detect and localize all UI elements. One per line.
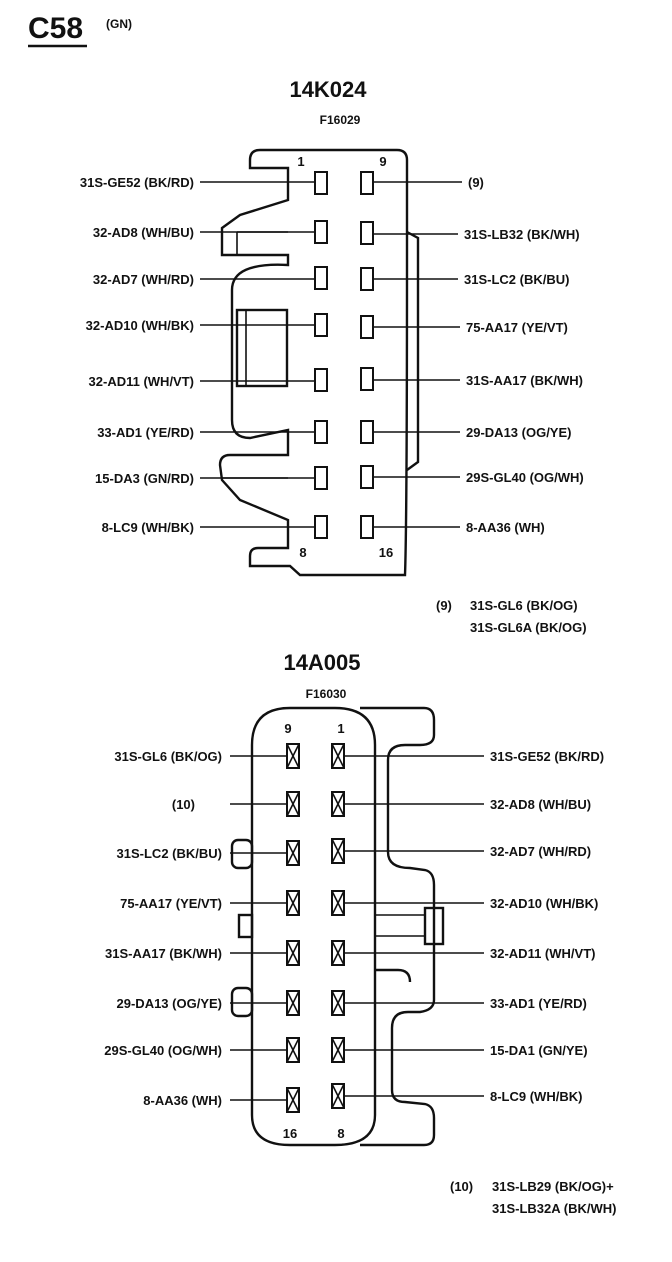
wire-label: 29-DA13 (OG/YE) xyxy=(466,425,571,440)
cavity xyxy=(314,515,328,539)
cavity xyxy=(314,313,328,337)
wire-label: 33-AD1 (YE/RD) xyxy=(97,425,194,440)
connector-b-ref: F16030 xyxy=(306,687,347,701)
wire-label: 31S-AA17 (BK/WH) xyxy=(105,946,222,961)
cavity xyxy=(314,171,328,195)
connector-b-row: 31S-AA17 (BK/WH) 32-AD11 (WH/VT) xyxy=(105,940,595,966)
connector-b-row: (10) 32-AD8 (WH/BU) xyxy=(172,791,591,817)
connector-a-row: 32-AD11 (WH/VT) 31S-AA17 (BK/WH) xyxy=(89,367,583,392)
wire-label: 32-AD10 (WH/BK) xyxy=(86,318,194,333)
connector-b-pin-16: 16 xyxy=(283,1126,297,1141)
connector-b-row: 75-AA17 (YE/VT) 32-AD10 (WH/BK) xyxy=(120,890,598,916)
wire-label: 31S-LC2 (BK/BU) xyxy=(464,272,569,287)
wire-label: 75-AA17 (YE/VT) xyxy=(120,896,222,911)
connector-a-row: 15-DA3 (GN/RD) 29S-GL40 (OG/WH) xyxy=(95,465,584,490)
wire-label: 8-LC9 (WH/BK) xyxy=(490,1089,582,1104)
connector-b-latch xyxy=(423,906,445,946)
connector-a-pin-1: 1 xyxy=(297,154,304,169)
wire-label: 32-AD7 (WH/RD) xyxy=(490,844,591,859)
wire-label: 31S-GE52 (BK/RD) xyxy=(490,749,604,764)
wire-label: 8-AA36 (WH) xyxy=(466,520,545,535)
wire-label: 32-AD8 (WH/BU) xyxy=(490,797,591,812)
connector-a-latch xyxy=(235,308,289,388)
cavity xyxy=(360,420,374,444)
connector-b-row: 31S-GL6 (BK/OG) 31S-GE52 (BK/RD) xyxy=(114,743,604,769)
wire-label: 32-AD11 (WH/VT) xyxy=(89,374,194,389)
footnote-line: 31S-GL6A (BK/OG) xyxy=(470,620,587,635)
connector-b-tab xyxy=(230,986,254,1018)
wire-label: 31S-GL6 (BK/OG) xyxy=(114,749,222,764)
connector-a-row: 31S-GE52 (BK/RD) (9) xyxy=(80,171,484,195)
connector-a-ref: F16029 xyxy=(320,113,361,127)
cavity xyxy=(360,315,374,339)
connector-a-row: 32-AD8 (WH/BU) 31S-LB32 (BK/WH) xyxy=(93,220,580,245)
cavity xyxy=(360,171,374,195)
color-code: (GN) xyxy=(106,17,132,31)
wire-label: (10) xyxy=(172,797,195,812)
footnote-line: 31S-GL6 (BK/OG) xyxy=(470,598,578,613)
wire-label: 32-AD11 (WH/VT) xyxy=(490,946,595,961)
wire-label: 15-DA3 (GN/RD) xyxy=(95,471,194,486)
connector-a-pin-8: 8 xyxy=(299,545,306,560)
connector-b-row: 29S-GL40 (OG/WH) 15-DA1 (GN/YE) xyxy=(104,1037,588,1063)
connector-b-title: 14A005 xyxy=(283,650,360,675)
wire-label: 75-AA17 (YE/VT) xyxy=(466,320,568,335)
wire-label: 29-DA13 (OG/YE) xyxy=(117,996,222,1011)
connector-a-pin-16: 16 xyxy=(379,545,393,560)
cavity xyxy=(314,220,328,244)
wire-label: 32-AD10 (WH/BK) xyxy=(490,896,598,911)
connector-14a005: 14A005 F16030 9 1 16 8 31S-GL6 (BK/OG) 3… xyxy=(104,650,616,1216)
connector-a-pin-9: 9 xyxy=(379,154,386,169)
wire-label: 8-LC9 (WH/BK) xyxy=(102,520,194,535)
footnote-mark: (10) xyxy=(450,1179,473,1194)
connector-b-row: 8-AA36 (WH) 8-LC9 (WH/BK) xyxy=(143,1083,582,1113)
connector-b-notch xyxy=(375,968,412,983)
wire-label: 31S-AA17 (BK/WH) xyxy=(466,373,583,388)
connector-a-row: 32-AD10 (WH/BK) 75-AA17 (YE/VT) xyxy=(86,313,568,339)
connector-b-row: 31S-LC2 (BK/BU) 32-AD7 (WH/RD) xyxy=(117,838,591,866)
cavity xyxy=(360,367,374,391)
wire-label: 15-DA1 (GN/YE) xyxy=(490,1043,588,1058)
connector-a-title: 14K024 xyxy=(289,77,367,102)
wire-label: 29S-GL40 (OG/WH) xyxy=(466,470,584,485)
wire-label: 29S-GL40 (OG/WH) xyxy=(104,1043,222,1058)
connector-b-pin-9: 9 xyxy=(284,721,291,736)
wire-label: 8-AA36 (WH) xyxy=(143,1093,222,1108)
wire-label: (9) xyxy=(468,175,484,190)
connector-b-tab xyxy=(230,838,254,870)
footnote-line: 31S-LB32A (BK/WH) xyxy=(492,1201,616,1216)
connector-a-housing xyxy=(218,148,409,577)
wire-label: 31S-LC2 (BK/BU) xyxy=(117,846,222,861)
wire-label: 32-AD7 (WH/RD) xyxy=(93,272,194,287)
wire-label: 31S-GE52 (BK/RD) xyxy=(80,175,194,190)
cavity xyxy=(360,465,374,489)
footnote-line: 31S-LB29 (BK/OG)+ xyxy=(492,1179,614,1194)
cavity xyxy=(314,466,328,490)
connector-b-pin-1: 1 xyxy=(337,721,344,736)
cavity xyxy=(360,515,374,539)
connector-b-shroud xyxy=(360,706,436,1147)
footnote-mark: (9) xyxy=(436,598,452,613)
wire-label: 33-AD1 (YE/RD) xyxy=(490,996,587,1011)
connector-a-row: 33-AD1 (YE/RD) 29-DA13 (OG/YE) xyxy=(97,420,571,444)
wire-label: 32-AD8 (WH/BU) xyxy=(93,225,194,240)
cavity xyxy=(314,266,328,290)
cavity xyxy=(314,420,328,444)
connector-code: C58 xyxy=(28,12,83,45)
cavity xyxy=(314,368,328,392)
connector-b-tab xyxy=(237,913,254,939)
connector-a-row: 32-AD7 (WH/RD) 31S-LC2 (BK/BU) xyxy=(93,266,569,291)
connector-b-pin-8: 8 xyxy=(337,1126,344,1141)
connector-b-row: 29-DA13 (OG/YE) 33-AD1 (YE/RD) xyxy=(117,990,587,1016)
connector-b-housing xyxy=(250,706,377,1147)
cavity xyxy=(360,221,374,245)
connector-a-rail xyxy=(406,230,420,471)
cavity xyxy=(360,267,374,291)
connector-14k024: 14K024 F16029 1 9 8 16 31S-GE52 (BK/RD) … xyxy=(80,77,587,635)
wire-label: 31S-LB32 (BK/WH) xyxy=(464,227,580,242)
connector-a-row: 8-LC9 (WH/BK) 8-AA36 (WH) xyxy=(102,515,545,539)
